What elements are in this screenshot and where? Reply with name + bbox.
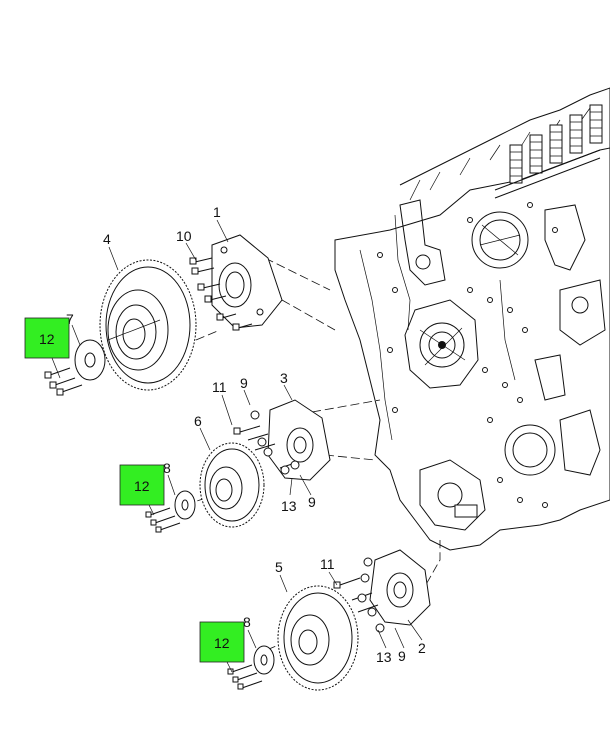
callout-13-middle: 13	[281, 498, 297, 514]
valve-springs	[494, 104, 603, 199]
callout-12-middle: 12	[134, 478, 150, 494]
callout-7: 7	[66, 311, 74, 327]
callout-3: 3	[280, 370, 288, 386]
callout-11-lower: 11	[320, 556, 335, 572]
highlight-12-middle[interactable]: 12	[119, 464, 165, 506]
callout-12-lower: 12	[214, 635, 230, 651]
gear-4	[99, 259, 197, 391]
callout-12-upper: 12	[39, 331, 55, 347]
assembly-middle	[145, 399, 331, 533]
highlight-12-lower[interactable]: 12	[199, 621, 245, 663]
callout-13-lower: 13	[376, 649, 392, 665]
callout-8-middle: 8	[163, 460, 171, 476]
callout-labels: 1 10 4 7 3 11 9 6 8 13 9 5 11 8 2 13 9	[66, 204, 426, 665]
callout-2: 2	[418, 640, 426, 656]
gear-5	[277, 585, 359, 691]
leader-lines	[51, 219, 423, 673]
callout-10: 10	[176, 228, 192, 244]
assembly-lower	[227, 549, 431, 691]
callout-8-lower: 8	[243, 614, 251, 630]
callout-4: 4	[103, 231, 111, 247]
gear-6	[199, 442, 265, 528]
callout-9-lower: 9	[398, 648, 406, 664]
highlighted-callouts: 12 12 12	[24, 317, 245, 663]
callout-11-upper: 11	[212, 379, 227, 395]
callout-9-upper: 9	[240, 375, 248, 391]
center-housing	[404, 299, 479, 389]
plate-bolt-holes	[377, 202, 558, 508]
callout-1: 1	[213, 204, 221, 220]
highlight-12-upper[interactable]: 12	[24, 317, 70, 359]
callout-5: 5	[275, 559, 283, 575]
bolts-10	[189, 257, 253, 331]
engine-block-illustration	[334, 87, 610, 551]
assembly-upper	[44, 234, 283, 396]
callout-9-middle: 9	[308, 494, 316, 510]
callout-6: 6	[194, 413, 202, 429]
